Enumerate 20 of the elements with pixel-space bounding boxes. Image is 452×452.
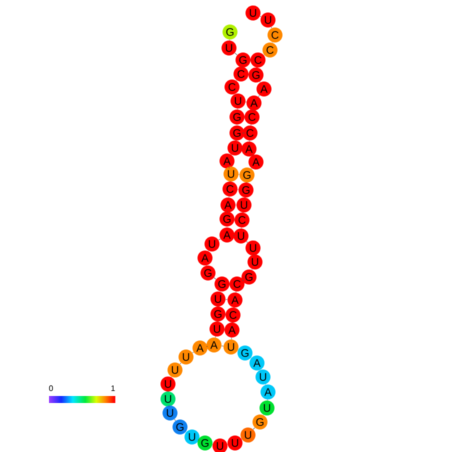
backbone-line <box>242 280 244 282</box>
base-pair-line <box>225 299 228 300</box>
scale-label: 0 <box>49 385 53 392</box>
backbone-line <box>180 362 182 364</box>
backbone-line <box>228 166 230 169</box>
node-label: C <box>246 129 254 137</box>
backbone-line <box>252 427 256 430</box>
scale-label: 1 <box>111 386 115 391</box>
base-pair-line <box>241 148 243 149</box>
backbone-line <box>234 52 238 56</box>
backbone-line <box>231 337 232 340</box>
backbone-line <box>246 241 248 243</box>
node-label: G <box>233 129 240 137</box>
base-pair-line <box>242 132 245 134</box>
backbone-line <box>218 238 221 240</box>
base-pair-line <box>233 235 235 236</box>
backbone-line <box>214 278 216 280</box>
backbone-line <box>258 95 260 97</box>
backbone-line <box>227 211 228 213</box>
backbone-line <box>174 419 176 421</box>
